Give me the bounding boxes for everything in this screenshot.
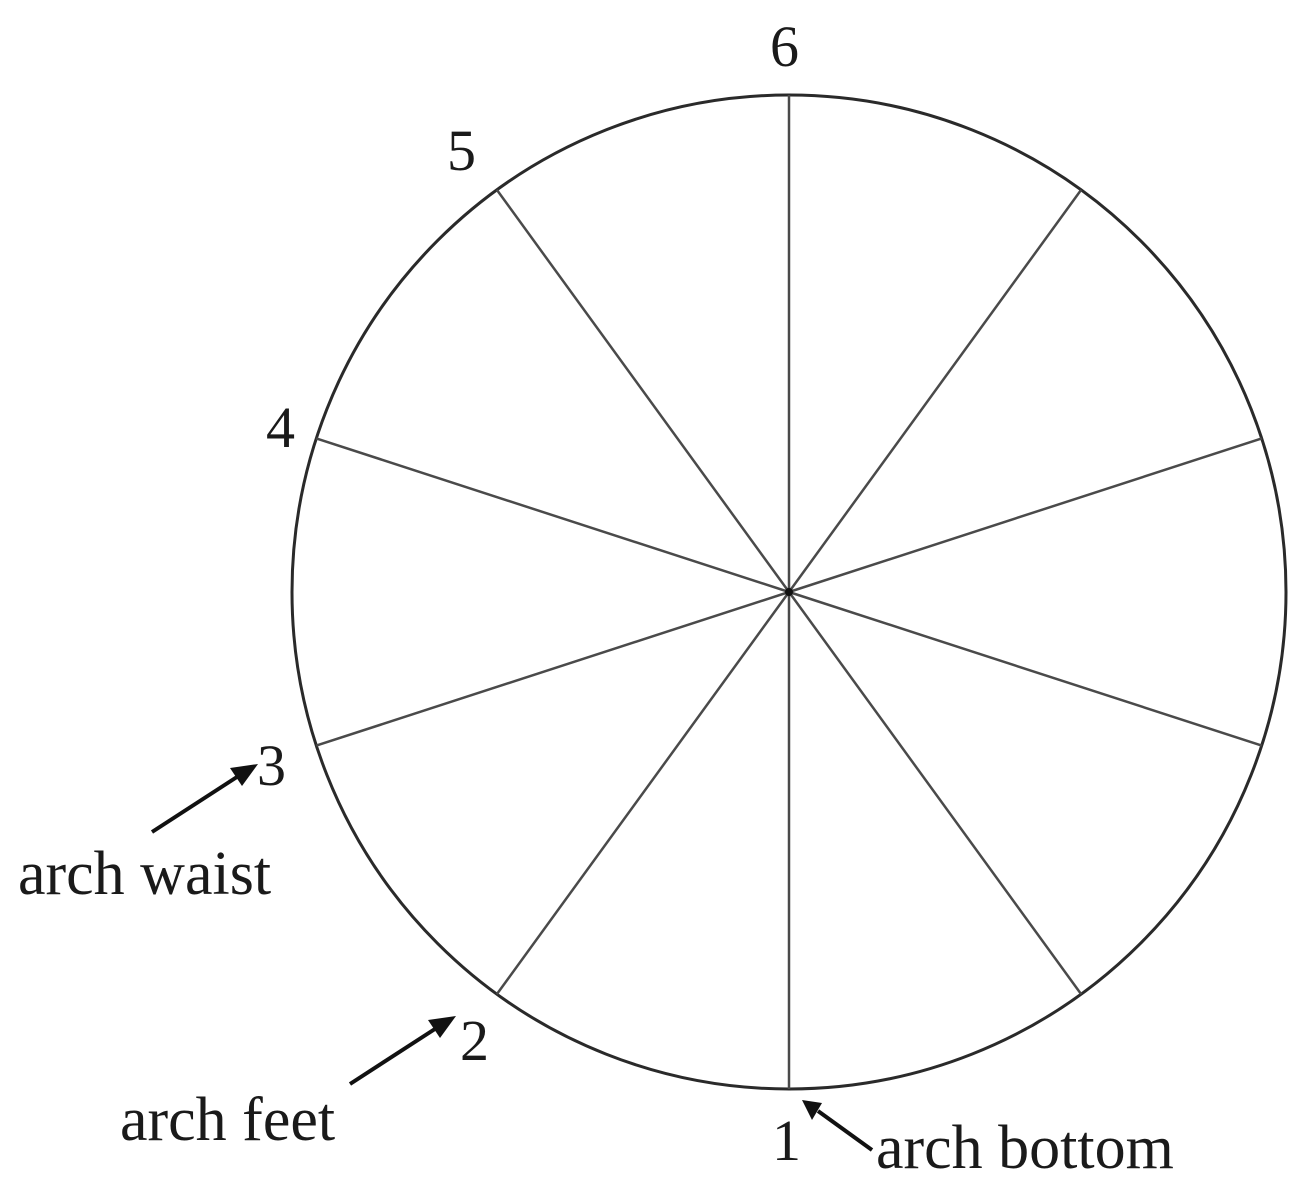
arch-feet-arrow <box>348 1025 440 1086</box>
arch-waist-arrowhead <box>230 764 258 786</box>
arch-feet-arrowhead <box>428 1016 456 1038</box>
point-label-1: 1 <box>772 1108 801 1173</box>
point-label-6: 6 <box>770 14 799 79</box>
spoke-2 <box>495 591 791 995</box>
arch-bottom-arrow <box>816 1109 874 1152</box>
point-label-5: 5 <box>447 118 476 183</box>
spokes <box>315 95 1263 1089</box>
point-label-4: 4 <box>266 395 295 460</box>
spoke-4 <box>315 437 790 594</box>
spoke-9 <box>788 590 1263 747</box>
arch-bottom-label: arch bottom <box>876 1114 1174 1182</box>
spoke-5 <box>495 189 791 593</box>
spoke-8 <box>788 437 1263 594</box>
arch-feet-label: arch feet <box>120 1086 335 1154</box>
center-point <box>785 588 793 596</box>
arch-waist-label: arch waist <box>18 840 271 908</box>
spoke-10 <box>787 591 1083 995</box>
spoke-3 <box>315 590 790 747</box>
spoke-7 <box>787 189 1083 593</box>
point-label-2: 2 <box>460 1008 489 1073</box>
arch-waist-arrow <box>150 773 242 834</box>
arch-bottom-arrowhead <box>802 1100 822 1120</box>
point-label-3: 3 <box>257 733 286 798</box>
